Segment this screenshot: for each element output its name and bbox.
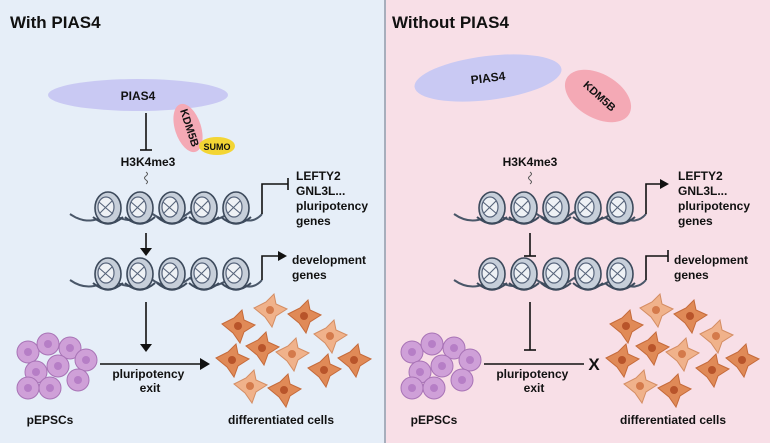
left-genes-top: LEFTY2 GNL3L... pluripotency genes bbox=[296, 169, 371, 228]
right-h3k4me3-label: H3K4me3 bbox=[503, 155, 558, 169]
left-chromatin-1 bbox=[92, 191, 252, 225]
right-pias4-label: PIAS4 bbox=[470, 69, 506, 87]
left-exit-label: pluripotency exit bbox=[112, 367, 187, 395]
left-diff-cells-label: differentiated cells bbox=[228, 413, 334, 427]
right-repress-bottom bbox=[645, 255, 668, 280]
right-genes-bottom: development genes bbox=[674, 253, 751, 282]
right-activate-top bbox=[645, 183, 662, 214]
right-chromatin-1 bbox=[476, 191, 636, 225]
right-chromatin-2 bbox=[476, 257, 636, 291]
left-pepscs-label: pEPSCs bbox=[27, 413, 74, 427]
left-pias4-label: PIAS4 bbox=[121, 89, 156, 103]
left-activate-bottom bbox=[261, 255, 280, 280]
right-pepscs-label: pEPSCs bbox=[411, 413, 458, 427]
right-pias4-shape bbox=[414, 54, 562, 102]
right-methyl-mark bbox=[528, 171, 532, 185]
left-pias4-shape bbox=[48, 79, 228, 111]
left-chromatin-2 bbox=[92, 257, 252, 291]
left-genes-bottom: development genes bbox=[292, 253, 369, 282]
left-repress-top bbox=[261, 183, 288, 214]
left-methyl-mark bbox=[144, 171, 148, 185]
right-diff-cells-label: differentiated cells bbox=[620, 413, 726, 427]
left-sumo-shape bbox=[199, 137, 235, 155]
right-kdm5b-shape bbox=[564, 69, 632, 123]
left-sumo-label: SUMO bbox=[204, 142, 231, 152]
right-title: Without PIAS4 bbox=[392, 13, 509, 32]
left-title: With PIAS4 bbox=[10, 13, 101, 32]
right-block-mark: X bbox=[588, 355, 600, 374]
left-h3k4me3-label: H3K4me3 bbox=[121, 155, 176, 169]
right-exit-label: pluripotency exit bbox=[496, 367, 571, 395]
right-genes-top: LEFTY2 GNL3L... pluripotency genes bbox=[678, 169, 753, 228]
left-kdm5b-shape bbox=[173, 103, 203, 153]
